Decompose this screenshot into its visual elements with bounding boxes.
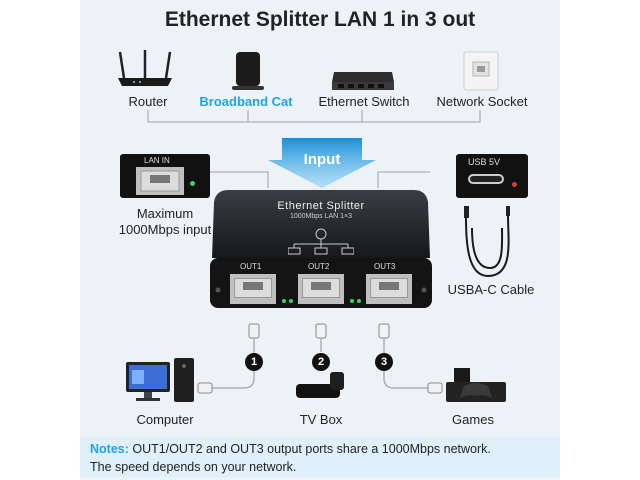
usb-cable-icon xyxy=(456,204,526,280)
port-label-out3: OUT3 xyxy=(374,262,396,271)
device-label-router: Router xyxy=(128,94,168,109)
usb-c-socket-icon xyxy=(468,174,504,184)
out3-port-icon xyxy=(366,274,412,304)
output-label-tv-box: TV Box xyxy=(299,412,343,427)
status-led-4 xyxy=(357,299,361,303)
lan-in-caption-1: Maximum xyxy=(136,206,194,221)
lan-in-port: LAN IN xyxy=(120,154,210,198)
game-console-icon xyxy=(440,364,510,406)
usb-port: USB 5V xyxy=(456,154,528,198)
switch-icon xyxy=(330,68,396,92)
lan-in-led xyxy=(190,181,195,186)
page-title: Ethernet Splitter LAN 1 in 3 out xyxy=(164,8,476,31)
splitter-brand: Ethernet Splitter xyxy=(277,200,365,212)
notes-line-2: The speed depends on your network. xyxy=(90,460,297,474)
notes-line-1: Notes: OUT1/OUT2 and OUT3 output ports s… xyxy=(90,440,550,458)
usb-label: USB 5V xyxy=(468,157,501,167)
lan-in-label: LAN IN xyxy=(144,156,170,165)
network-diagram-icon xyxy=(287,228,355,256)
device-label-switch: Ethernet Switch xyxy=(318,94,410,109)
usb-caption: USBA-C Cable xyxy=(447,282,535,297)
device-label-socket: Network Socket xyxy=(436,94,528,109)
wall-socket-icon xyxy=(462,50,500,92)
lan-in-caption-2: 1000Mbps input xyxy=(118,222,212,237)
tv-box-icon xyxy=(292,370,348,404)
router-icon xyxy=(114,50,176,90)
device-label-broadband: Broadband Cat xyxy=(199,94,293,109)
port-label-out2: OUT2 xyxy=(308,262,330,271)
splitter-device: Ethernet Splitter 1000Mbps LAN 1×3 OUT1 … xyxy=(210,186,432,310)
output-badge-1: 1 xyxy=(245,353,263,371)
usb-led xyxy=(512,182,517,187)
input-label: Input xyxy=(303,151,341,168)
computer-icon xyxy=(124,356,198,406)
input-arrow-icon xyxy=(268,138,376,188)
splitter-spec: 1000Mbps LAN 1×3 xyxy=(289,213,353,220)
out1-port-icon xyxy=(230,274,276,304)
notes-prefix: Notes: xyxy=(90,442,129,456)
port-label-out1: OUT1 xyxy=(240,262,262,271)
rj45-socket-icon xyxy=(136,167,184,195)
status-led-2 xyxy=(289,299,293,303)
output-label-computer: Computer xyxy=(136,412,194,427)
notes-text-1: OUT1/OUT2 and OUT3 output ports share a … xyxy=(128,442,491,456)
status-led-3 xyxy=(350,299,354,303)
output-badge-3: 3 xyxy=(375,353,393,371)
modem-icon xyxy=(228,50,268,92)
notes-box: Notes: OUT1/OUT2 and OUT3 output ports s… xyxy=(80,437,560,477)
out2-port-icon xyxy=(298,274,344,304)
status-led-1 xyxy=(282,299,286,303)
output-label-games: Games xyxy=(452,412,494,427)
output-badge-2: 2 xyxy=(312,353,330,371)
